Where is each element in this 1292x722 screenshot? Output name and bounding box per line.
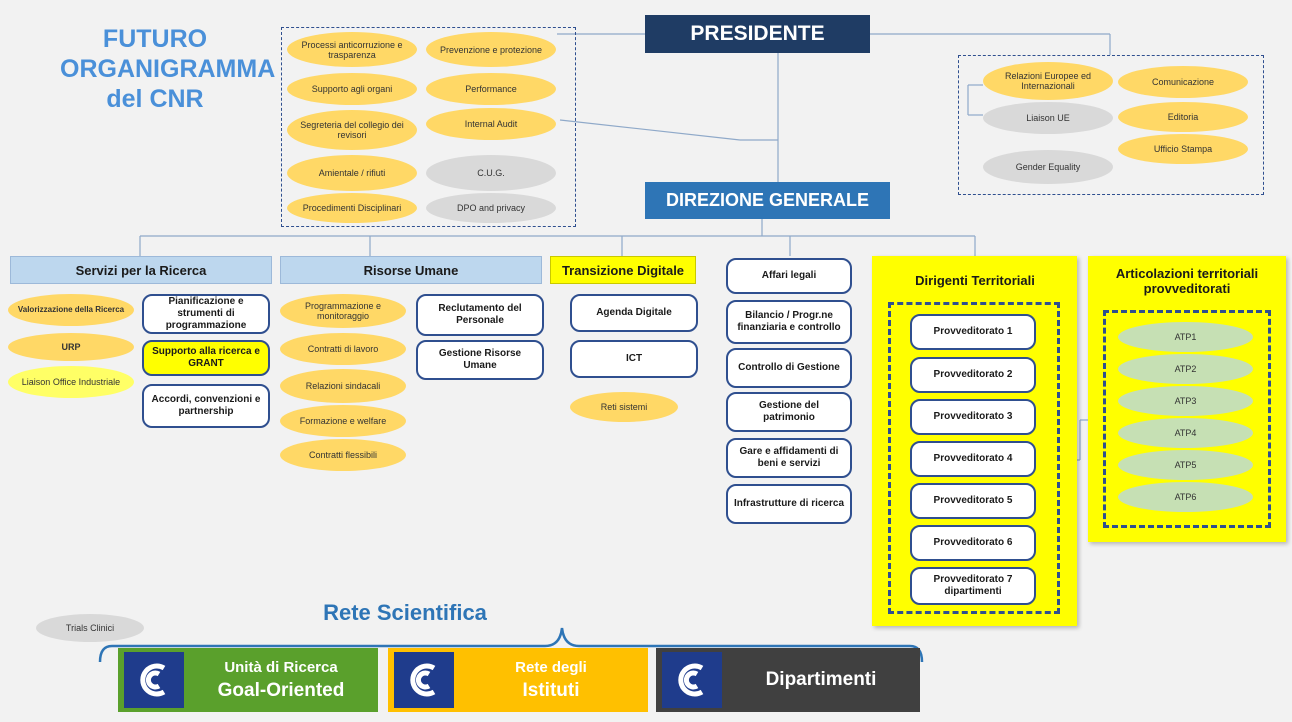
section-risorse: Risorse Umane xyxy=(280,256,542,284)
cnr-logo-icon xyxy=(662,652,722,708)
risorse-ellipse: Programmazione e monitoraggio xyxy=(280,294,406,328)
staff-item: Liaison UE xyxy=(983,102,1113,134)
risorse-ellipse: Relazioni sindacali xyxy=(280,369,406,403)
section-transizione: Transizione Digitale xyxy=(550,256,696,284)
unit-goal-oriented: Unità di Ricerca Goal-Oriented xyxy=(118,648,378,712)
staff-presidente-box xyxy=(958,55,1264,195)
unit-dipartimenti: Dipartimenti xyxy=(656,648,920,712)
staff-item: Ufficio Stampa xyxy=(1118,134,1248,164)
unit-line2: Goal-Oriented xyxy=(217,679,345,701)
atp-ellipse: ATP6 xyxy=(1118,482,1253,512)
staff-item: Supporto agli organi xyxy=(287,73,417,105)
risorse-box: Reclutamento del Personale xyxy=(416,294,544,336)
other-box: Infrastrutture di ricerca xyxy=(726,484,852,524)
transizione-ellipse: Reti sistemi xyxy=(570,392,678,422)
transizione-box: ICT xyxy=(570,340,698,378)
title-line-2: ORGANIGRAMMA xyxy=(60,55,276,83)
servizi-box: Supporto alla ricerca e GRANT xyxy=(142,340,270,376)
atp-ellipse: ATP4 xyxy=(1118,418,1253,448)
unit-line2: Istituti xyxy=(522,679,580,701)
trials-ellipse: Trials Clinici xyxy=(36,614,144,642)
risorse-ellipse: Formazione e welfare xyxy=(280,405,406,437)
servizi-ellipse: Valorizzazione della Ricerca xyxy=(8,294,134,326)
staff-item: DPO and privacy xyxy=(426,193,556,223)
servizi-box: Accordi, convenzioni e partnership xyxy=(142,384,270,428)
other-box: Controllo di Gestione xyxy=(726,348,852,388)
articolazioni-title: Articolazioni territoriali provveditorat… xyxy=(1115,266,1259,296)
provveditorato-box: Provveditorato 1 xyxy=(910,314,1036,350)
unit-line1: Rete degli xyxy=(515,658,587,676)
provveditorato-box: Provveditorato 2 xyxy=(910,357,1036,393)
staff-item: Relazioni Europee ed Internazionali xyxy=(983,62,1113,100)
staff-dg-box xyxy=(281,27,576,227)
staff-item: Performance xyxy=(426,73,556,105)
other-box: Affari legali xyxy=(726,258,852,294)
risorse-ellipse: Contratti di lavoro xyxy=(280,333,406,365)
staff-item: Procedimenti Disciplinari xyxy=(287,193,417,223)
servizi-box: Pianificazione e strumenti di programmaz… xyxy=(142,294,270,334)
servizi-ellipse: Liaison Office Industriale xyxy=(8,366,134,398)
provveditorato-box: Provveditorato 7 dipartimenti xyxy=(910,567,1036,605)
direzione-generale-header: DIREZIONE GENERALE xyxy=(645,182,890,219)
staff-item: Comunicazione xyxy=(1118,66,1248,98)
section-servizi: Servizi per la Ricerca xyxy=(10,256,272,284)
provveditorato-box: Provveditorato 3 xyxy=(910,399,1036,435)
transizione-box: Agenda Digitale xyxy=(570,294,698,332)
staff-item: Amientale / rifiuti xyxy=(287,155,417,191)
atp-ellipse: ATP5 xyxy=(1118,450,1253,480)
atp-ellipse: ATP3 xyxy=(1118,386,1253,416)
provveditorato-box: Provveditorato 6 xyxy=(910,525,1036,561)
unit-line1: Unità di Ricerca xyxy=(224,658,338,676)
staff-item: C.U.G. xyxy=(426,155,556,191)
other-box: Gare e affidamenti di beni e servizi xyxy=(726,438,852,478)
page-title: FUTURO ORGANIGRAMMA del CNR xyxy=(60,24,276,114)
cnr-logo-icon xyxy=(124,652,184,708)
articolazioni-dashed-box xyxy=(1103,310,1271,528)
staff-item: Internal Audit xyxy=(426,108,556,140)
staff-item: Processi anticorruzione e trasparenza xyxy=(287,32,417,67)
title-line-3: del CNR xyxy=(106,85,204,113)
staff-item: Prevenzione e protezione xyxy=(426,32,556,67)
dirigenti-dashed-box xyxy=(888,302,1060,614)
staff-item: Gender Equality xyxy=(983,150,1113,184)
dirigenti-title: Dirigenti Territoriali xyxy=(915,272,1035,288)
risorse-box: Gestione Risorse Umane xyxy=(416,340,544,380)
presidente-header: PRESIDENTE xyxy=(645,15,870,53)
title-line-1: FUTURO xyxy=(102,25,208,53)
other-box: Bilancio / Progr.ne finanziaria e contro… xyxy=(726,300,852,344)
rete-title: Rete Scientifica xyxy=(323,600,487,625)
unit-line2: Dipartimenti xyxy=(765,669,877,690)
staff-item: Segreteria del collegio dei revisori xyxy=(287,110,417,150)
atp-ellipse: ATP2 xyxy=(1118,354,1253,384)
provveditorato-box: Provveditorato 5 xyxy=(910,483,1036,519)
servizi-ellipse: URP xyxy=(8,333,134,361)
staff-item: Editoria xyxy=(1118,102,1248,132)
other-box: Gestione del patrimonio xyxy=(726,392,852,432)
atp-ellipse: ATP1 xyxy=(1118,322,1253,352)
unit-rete-istituti: Rete degli Istituti xyxy=(388,648,648,712)
cnr-logo-icon xyxy=(394,652,454,708)
risorse-ellipse: Contratti flessibili xyxy=(280,439,406,471)
provveditorato-box: Provveditorato 4 xyxy=(910,441,1036,477)
